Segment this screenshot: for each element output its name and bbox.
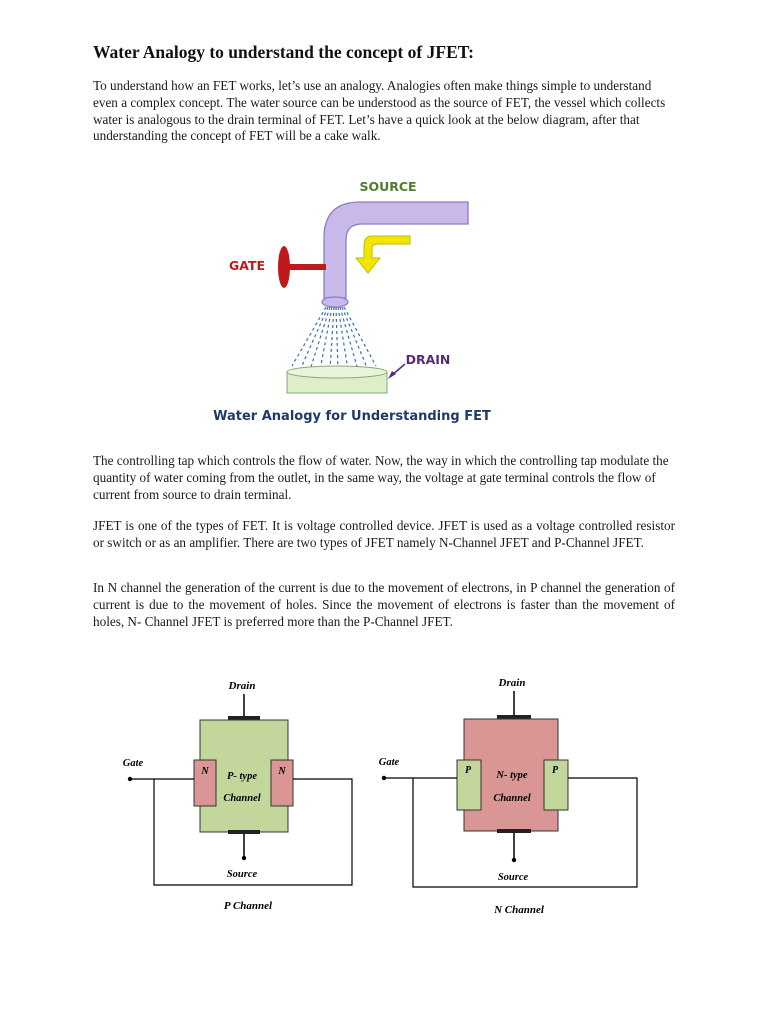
- p-gate-terminal: [127, 776, 133, 782]
- jfet-types-paragraph: JFET is one of the types of FET. It is v…: [93, 518, 675, 550]
- p-gate-label: Gate: [123, 758, 144, 769]
- gate-stem-icon: [288, 264, 326, 270]
- p-right-region: [270, 759, 294, 807]
- vessel-top-icon: [286, 365, 388, 379]
- n-channel-body: [463, 718, 559, 832]
- n-gate-label: Gate: [379, 757, 400, 768]
- p-channel-caption: P Channel: [224, 900, 273, 912]
- tap-paragraph: The controlling tap which controls the f…: [93, 453, 669, 502]
- n-left-region-label: P: [465, 765, 472, 776]
- gate-handle-icon: [278, 246, 290, 288]
- p-channel-line1: P- type: [227, 771, 257, 782]
- n-source-label: Source: [498, 872, 529, 883]
- n-gate-loop: [412, 777, 638, 888]
- n-left-region: [456, 759, 482, 811]
- water-pipe-icon: [323, 201, 469, 299]
- p-gate-loop: [153, 778, 353, 886]
- p-source-label: Source: [227, 869, 258, 880]
- p-left-region: [193, 759, 217, 807]
- drain-label: DRAIN: [406, 352, 451, 367]
- n-channel-line1: N- type: [495, 770, 528, 781]
- n-channel-line2: Channel: [493, 793, 530, 804]
- p-left-region-label: N: [200, 766, 209, 777]
- drain-pointer-head-icon: [388, 371, 396, 379]
- p-source-contact: [228, 830, 260, 834]
- n-drain-contact: [497, 715, 531, 719]
- n-right-region-label: P: [552, 765, 559, 776]
- p-channel-line2: Channel: [223, 793, 260, 804]
- p-source-terminal: [241, 855, 247, 861]
- source-label: SOURCE: [359, 179, 416, 194]
- channel-comparison-paragraph: In N channel the generation of the curre…: [93, 580, 675, 629]
- n-drain-label: Drain: [498, 677, 526, 689]
- n-channel-jfet-diagram: Drain Source P P N- type Channel Gate N …: [379, 677, 638, 916]
- p-right-region-label: N: [277, 766, 286, 777]
- p-channel-body: [199, 719, 289, 833]
- vessel-body-icon: [286, 371, 388, 394]
- page-title: Water Analogy to understand the concept …: [93, 42, 474, 62]
- nozzle-icon: [321, 296, 349, 308]
- p-drain-label: Drain: [228, 680, 256, 692]
- p-drain-contact: [228, 716, 260, 720]
- intro-paragraph: To understand how an FET works, let’s us…: [93, 78, 666, 144]
- water-spray-icon: [291, 306, 377, 371]
- gate-label: GATE: [229, 258, 265, 273]
- water-diagram-caption: Water Analogy for Understanding FET: [213, 409, 491, 424]
- n-right-region: [543, 759, 569, 811]
- n-source-terminal: [511, 857, 517, 863]
- n-channel-caption: N Channel: [493, 904, 545, 916]
- flow-arrow-icon: [354, 235, 411, 274]
- p-channel-jfet-diagram: Drain Source N N P- type Channel Gate P …: [123, 680, 353, 912]
- drain-pointer-icon: [390, 363, 406, 377]
- n-source-contact: [497, 829, 531, 833]
- n-gate-terminal: [381, 775, 387, 781]
